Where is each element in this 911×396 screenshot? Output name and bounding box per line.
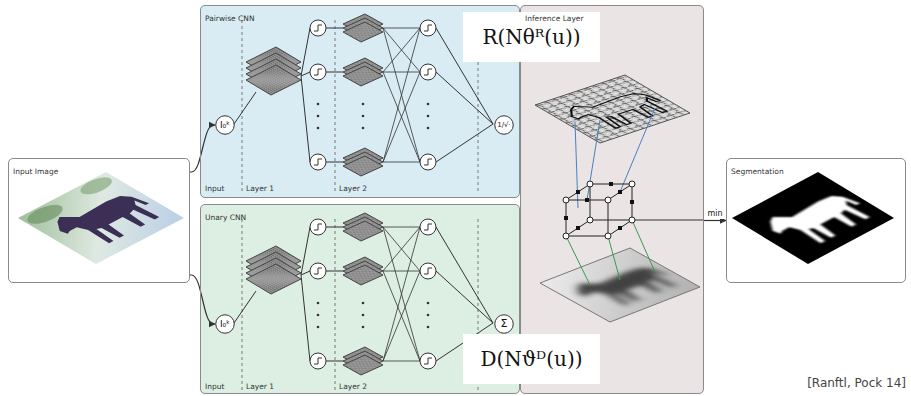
formula: R(Nθᴿ(u)): [482, 26, 580, 49]
node-outline: [495, 315, 514, 334]
input-node: I₀ᵏ: [215, 115, 235, 135]
pairwise-weight-map: [535, 75, 690, 143]
layer-label: Input: [205, 383, 224, 392]
graph-cube: [563, 181, 635, 239]
segmentation-mask: [732, 172, 894, 264]
node-label: I₀ᵏ: [220, 319, 230, 329]
edge-label: min: [706, 210, 723, 219]
image-panel: Segmentation: [726, 158, 906, 283]
connector: [704, 220, 726, 221]
connector: [190, 275, 215, 324]
min-lead: [635, 219, 704, 220]
layer-label: Layer 1: [246, 185, 274, 194]
layer-label: Layer 2: [339, 185, 367, 194]
unary-ground: [540, 248, 700, 322]
unary-link: [566, 220, 655, 285]
layer-label: Layer 1: [246, 383, 274, 392]
panel-title: Pairwise CNN: [205, 15, 255, 24]
graph-wires: [566, 108, 655, 285]
panel-ground: [8, 158, 190, 283]
panel-ground: [726, 158, 906, 283]
connector: [190, 125, 215, 172]
formula: D(Nϑᴰ(u)): [480, 348, 582, 371]
horse-blur: [568, 259, 684, 311]
panel-title: Inference Layer: [525, 15, 584, 24]
input-photo: [18, 172, 184, 264]
layer-label: Layer 2: [339, 383, 367, 392]
mask-ground: [732, 172, 894, 264]
sum-node: Σ: [494, 314, 514, 334]
node-outline: [216, 315, 235, 334]
node-label: 1/√·: [497, 121, 511, 129]
citation: [Ranftl, Pock 14]: [807, 377, 906, 391]
image-panel: Input Image: [8, 158, 190, 283]
node-label: I₀ᵏ: [220, 120, 230, 130]
formula-box: D(Nϑᴰ(u)): [463, 334, 600, 384]
horse-edges: [561, 86, 674, 133]
output-node: 1/√·: [494, 115, 514, 135]
pairwise-link: [575, 108, 655, 208]
panel-title: Segmentation: [731, 168, 784, 177]
tree: [75, 174, 117, 197]
unary-network: [234, 213, 493, 391]
graph-edges: [566, 184, 632, 236]
node-label: Σ: [501, 318, 508, 331]
horse: [47, 186, 166, 251]
weight-map: [535, 75, 690, 143]
node-outline: [495, 116, 514, 135]
pairwise-network: [234, 14, 493, 192]
node-outline: [216, 116, 235, 135]
panel-title: Unary CNN: [205, 214, 246, 223]
layer-label: Input: [205, 185, 224, 194]
horse-mask: [761, 186, 877, 251]
photo-ground: [18, 172, 184, 264]
input-node: I₀ᵏ: [215, 314, 235, 334]
panel-title: Input Image: [13, 168, 58, 177]
unary-map: [540, 248, 700, 322]
